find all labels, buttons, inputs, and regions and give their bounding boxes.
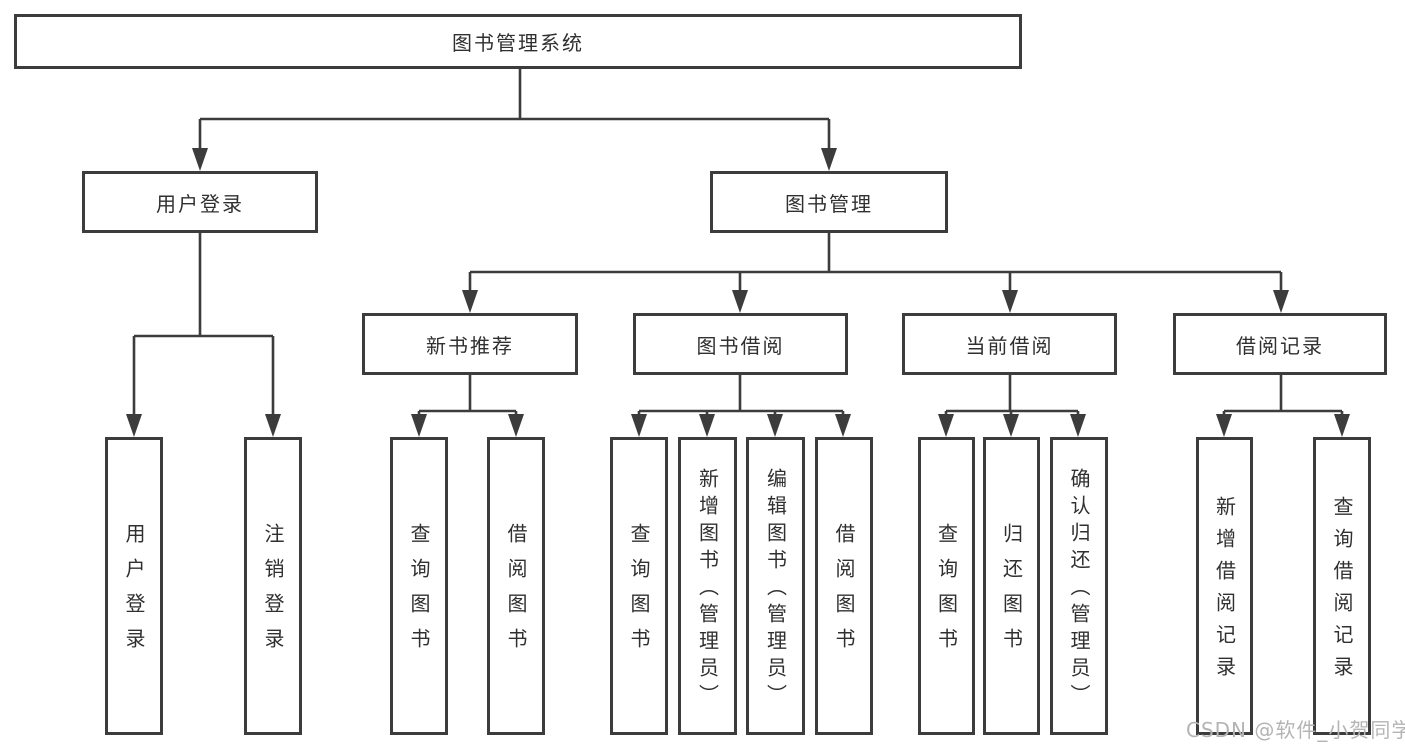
arrowhead (835, 414, 851, 437)
node-label: 编辑图书（管理员） (763, 467, 788, 711)
arrowhead (1070, 414, 1086, 437)
node-leaf-borrow-books: 借阅图书 (815, 437, 873, 735)
node-label: 借阅图书 (832, 523, 856, 663)
node-label: 注销登录 (261, 523, 285, 663)
node-label: 查询图书 (627, 523, 651, 663)
connector-path (132, 69, 1344, 416)
node-label: 用户登录 (122, 523, 146, 663)
arrowhead (1002, 290, 1018, 313)
arrowhead (767, 414, 783, 437)
arrowhead (1003, 414, 1019, 437)
node-leaf-query-borrow-record: 查询借阅记录 (1313, 437, 1371, 735)
node-leaf-logout: 注销登录 (244, 437, 302, 735)
arrowhead (508, 414, 524, 437)
node-label: 新书推荐 (426, 333, 514, 358)
node-label: 借阅记录 (1236, 333, 1324, 358)
node-label: 查询图书 (934, 523, 959, 663)
csdn-watermark: CSDN @软件_小贺同学 (1186, 718, 1405, 742)
node-label: 查询图书 (407, 523, 431, 663)
arrowhead (411, 414, 427, 437)
node-user-login: 用户登录 (82, 171, 318, 233)
arrowhead (699, 414, 715, 437)
arrowheads (126, 148, 1350, 437)
arrowhead (265, 414, 281, 437)
node-label: 查询借阅记录 (1330, 496, 1354, 688)
node-current-borrowing: 当前借阅 (902, 313, 1117, 375)
arrowhead (938, 414, 954, 437)
node-label: 新增图书（管理员） (695, 467, 720, 711)
arrowhead (631, 414, 647, 437)
node-leaf-borrow-books-recommend: 借阅图书 (487, 437, 545, 735)
node-label: 图书管理系统 (452, 31, 584, 55)
arrowhead (192, 148, 208, 171)
node-leaf-user-login: 用户登录 (105, 437, 163, 735)
node-borrowing-records: 借阅记录 (1173, 313, 1387, 375)
node-leaf-add-borrow-record: 新增借阅记录 (1196, 437, 1253, 735)
node-label: 图书管理 (785, 191, 873, 216)
arrowhead (462, 290, 478, 313)
arrowhead (126, 414, 142, 437)
arrowhead (1334, 414, 1350, 437)
arrowhead (821, 148, 837, 171)
node-label: 新增借阅记录 (1212, 496, 1237, 688)
arrowhead (1273, 290, 1289, 313)
arrowhead (1216, 414, 1232, 437)
arrowhead (732, 290, 748, 313)
node-label: 图书借阅 (696, 333, 785, 358)
node-leaf-confirm-return-admin: 确认归还（管理员） (1050, 437, 1108, 735)
node-label: 归还图书 (999, 523, 1024, 663)
node-label: 确认归还（管理员） (1067, 467, 1091, 711)
node-new-book-recommendation: 新书推荐 (362, 313, 578, 375)
node-leaf-query-books-recommend: 查询图书 (390, 437, 448, 735)
node-label: 用户登录 (156, 191, 244, 216)
node-leaf-edit-book-admin: 编辑图书（管理员） (746, 437, 805, 735)
node-leaf-return-books: 归还图书 (983, 437, 1040, 735)
node-leaf-query-books-current: 查询图书 (918, 437, 975, 735)
node-leaf-query-books-borrow: 查询图书 (610, 437, 668, 735)
node-book-borrowing: 图书借阅 (633, 313, 848, 375)
node-book-management: 图书管理 (710, 171, 948, 233)
node-label: 当前借阅 (965, 333, 1054, 358)
node-library-management-system: 图书管理系统 (14, 14, 1022, 69)
node-label: 借阅图书 (504, 523, 528, 663)
node-leaf-add-book-admin: 新增图书（管理员） (678, 437, 737, 735)
